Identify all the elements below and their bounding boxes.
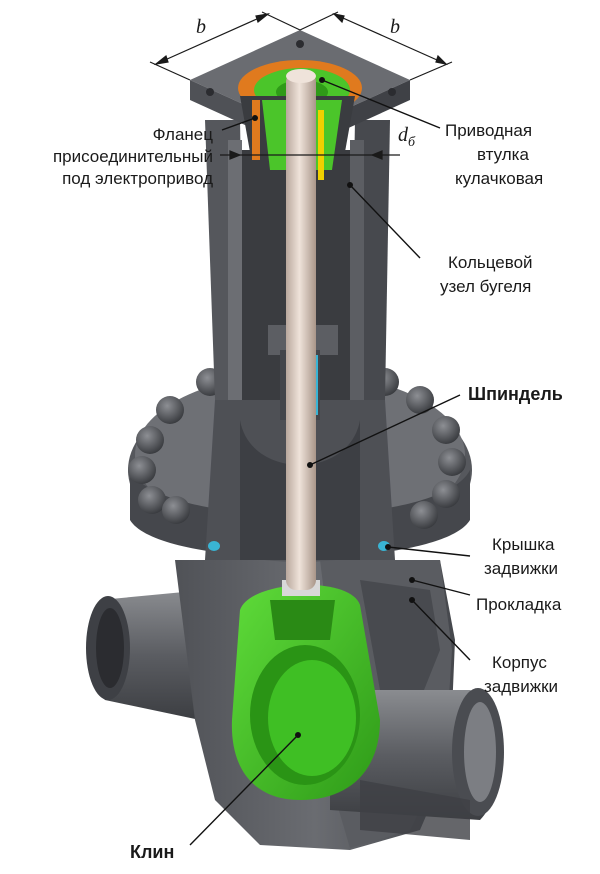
dimension-d-sub: б [408,135,416,150]
dimension-b-right: b [390,16,400,38]
label-body-line1: Корпус [492,653,547,672]
label-bushing-line3: кулачковая [455,169,544,188]
dimension-d-label: dб [398,124,415,151]
label-cover-line1: Крышка [492,535,555,554]
label-bushing-line2: втулка [477,145,529,164]
label-flange-line2: присоединительный [52,147,213,166]
label-wedge: Клин [130,842,175,862]
label-spindle: Шпиндель [468,384,563,404]
inlet-pipe [86,590,205,720]
label-bushing-line1: Приводная [445,121,533,140]
label-ring-line1: Кольцевой [448,253,533,272]
label-flange-line3: под электропривод [62,169,213,188]
label-ring-line2: узел бугеля [440,277,532,296]
outlet-pipe [330,688,504,840]
label-cover-line2: задвижки [484,559,559,578]
label-flange-line1: Фланец [152,125,213,144]
dimension-b-left: b [196,16,206,38]
spindle [286,69,316,590]
dimension-lines [149,11,453,160]
label-gasket: Прокладка [476,595,562,614]
dimension-d-main: d [398,124,408,146]
leader-lines [189,79,471,846]
wedge [231,580,380,800]
label-body-line2: задвижки [484,677,559,696]
leader-dots [252,77,415,738]
